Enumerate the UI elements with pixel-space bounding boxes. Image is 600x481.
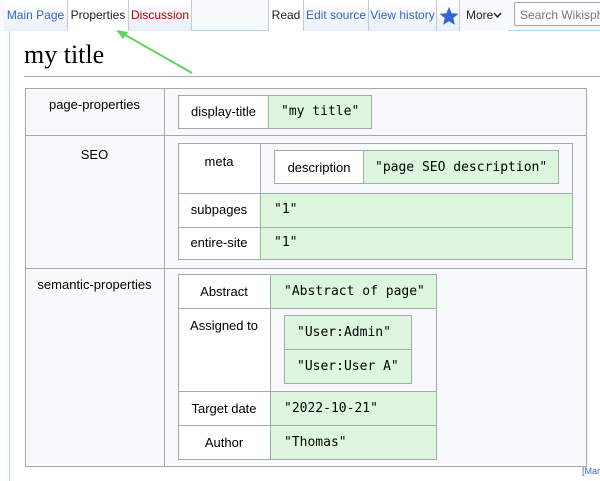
display-title-value-cell bbox=[268, 95, 372, 129]
target-date-key: Target date bbox=[191, 401, 257, 416]
page-title: my title bbox=[24, 40, 105, 69]
assigned-to-item bbox=[285, 350, 411, 383]
seo-row-divider bbox=[178, 227, 573, 228]
display-title-key: display-title bbox=[190, 104, 257, 119]
semantic-row-divider bbox=[178, 391, 437, 392]
description-key-cell bbox=[274, 150, 364, 184]
column-divider bbox=[164, 88, 165, 467]
display-title-value: "my title" bbox=[281, 104, 360, 119]
subpages-value: "1" bbox=[274, 202, 298, 217]
entire-site-value: "1" bbox=[274, 235, 298, 250]
more-menu-button[interactable]: More bbox=[460, 0, 508, 31]
description-value-cell bbox=[363, 150, 559, 184]
seo-column-divider bbox=[260, 143, 261, 260]
title-divider bbox=[24, 76, 600, 77]
assigned-to-value-1: "User:Admin" bbox=[297, 325, 391, 340]
more-menu-label: More bbox=[466, 8, 494, 22]
entire-site-value-cell bbox=[261, 228, 572, 259]
author-value-cell bbox=[271, 426, 436, 459]
semantic-column-divider bbox=[270, 274, 271, 460]
description-value: "page SEO description" bbox=[375, 160, 548, 175]
description-key: description bbox=[287, 160, 351, 175]
abstract-value: "Abstract of page" bbox=[284, 284, 425, 299]
target-date-value-cell bbox=[271, 392, 436, 425]
row-divider bbox=[25, 268, 587, 269]
author-value: "Thomas" bbox=[284, 435, 347, 450]
search-input[interactable]: Search Wikisphere bbox=[514, 2, 600, 26]
tab-read[interactable]: Read bbox=[268, 0, 304, 31]
row-label-seo: SEO bbox=[80, 147, 109, 162]
seo-row-divider bbox=[178, 193, 573, 194]
tab-main-page[interactable]: Main Page bbox=[4, 0, 68, 31]
subpages-value-cell bbox=[261, 194, 572, 227]
assigned-to-item-divider bbox=[284, 349, 412, 350]
assigned-to-item bbox=[285, 316, 411, 349]
semantic-row-divider bbox=[178, 425, 437, 426]
assigned-to-key: Assigned to bbox=[190, 318, 258, 333]
meta-key: meta bbox=[204, 154, 234, 169]
tab-discussion[interactable]: Discussion bbox=[129, 0, 192, 31]
semantic-row-divider bbox=[178, 308, 437, 309]
tab-edit-source[interactable]: Edit source bbox=[304, 0, 369, 31]
target-date-value: "2022-10-21" bbox=[284, 401, 378, 416]
abstract-value-cell bbox=[271, 275, 436, 308]
row-divider bbox=[25, 135, 587, 136]
tab-view-history[interactable]: View history bbox=[369, 0, 437, 31]
entire-site-key: entire-site bbox=[190, 235, 248, 250]
abstract-key: Abstract bbox=[200, 284, 248, 299]
watch-star-icon[interactable] bbox=[438, 5, 460, 27]
chevron-down-icon bbox=[493, 12, 502, 18]
subpages-key: subpages bbox=[190, 202, 248, 217]
display-title-key-cell bbox=[178, 95, 269, 129]
author-key: Author bbox=[204, 435, 244, 450]
tab-properties[interactable]: Properties bbox=[68, 0, 129, 31]
assigned-to-value-2: "User:User A" bbox=[297, 359, 399, 374]
row-label-semantic-properties: semantic-properties bbox=[37, 277, 152, 292]
row-label-page-properties: page-properties bbox=[48, 97, 141, 112]
footer-link[interactable]: [Mar bbox=[582, 466, 600, 476]
